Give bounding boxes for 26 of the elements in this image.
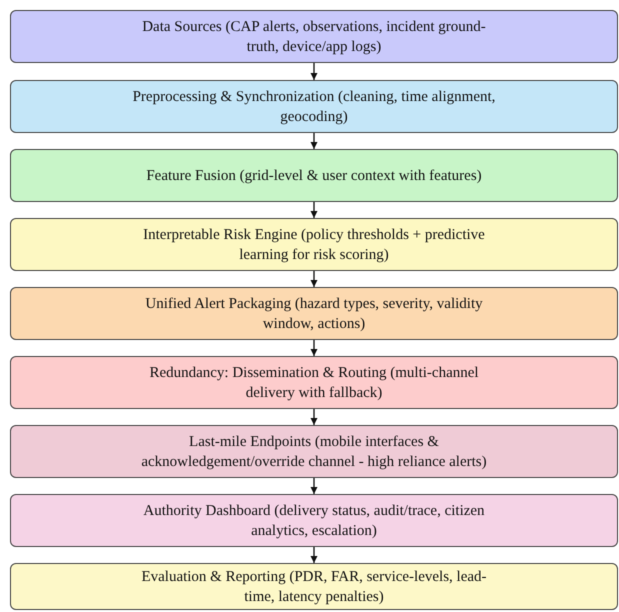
arrow: [310, 340, 318, 356]
box-label: Last-mile Endpoints (mobile interfaces & acknowledgement/override channel - high reliance alerts): [140, 432, 488, 472]
box-label: Data Sources (CAP alerts, observations, incident ground-truth, device/app logs): [141, 18, 487, 56]
box-label: Redundancy: Dissemination & Routing (multi-channel delivery with fallback): [148, 364, 480, 402]
box-label: Evaluation & Reporting (PDR, FAR, service-levels, lead-time, latency penalties): [140, 568, 488, 606]
box-label: Interpretable Risk Engine (policy thresholds + predictive learning for risk scoring): [142, 226, 486, 264]
box-label: Authority Dashboard (delivery status, audit/trace, citizen analytics, escalation): [142, 502, 486, 540]
process-box: [10, 149, 618, 202]
process-box: [10, 425, 618, 478]
arrow: [310, 271, 318, 287]
arrow: [310, 478, 318, 494]
arrow: [310, 409, 318, 425]
arrow: [310, 63, 318, 80]
process-box: [10, 80, 618, 133]
box-label: Feature Fusion (grid-level & user context with features): [146, 166, 482, 186]
arrow: [310, 202, 318, 218]
process-box: [10, 287, 618, 340]
box-label: Preprocessing & Synchronization (cleaning, time alignment, geocoding): [132, 88, 496, 126]
box-label: Unified Alert Packaging (hazard types, severity, validity window, actions): [144, 294, 484, 334]
arrow: [310, 547, 318, 563]
process-box: [10, 356, 618, 409]
arrow: [310, 133, 318, 149]
process-box: [10, 494, 618, 547]
process-box: [10, 563, 618, 610]
process-box: [10, 10, 618, 63]
process-box: [10, 218, 618, 271]
